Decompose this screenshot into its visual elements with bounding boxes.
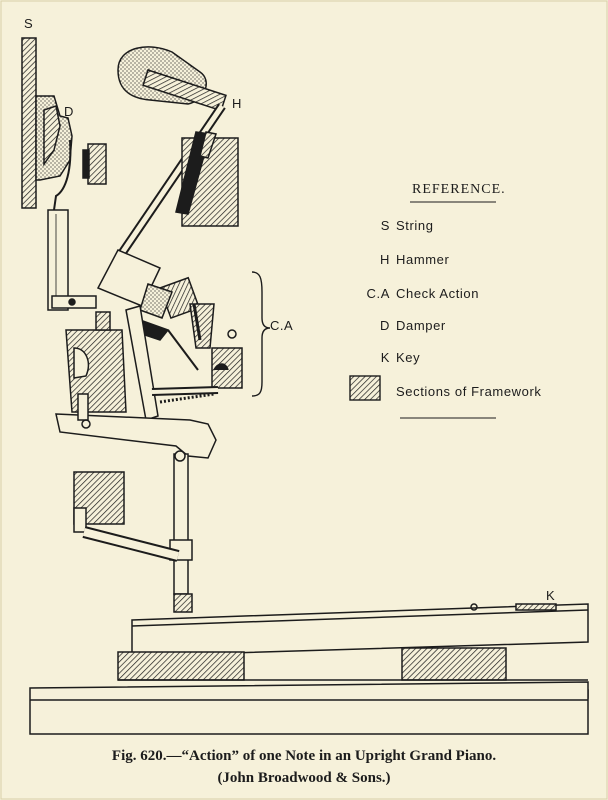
legend-row-damper: D Damper — [340, 318, 600, 338]
legend-key: H — [380, 252, 390, 267]
string-block — [21, 37, 37, 209]
framework-swatch — [349, 375, 381, 401]
legend-row-check-action: C.A Check Action — [340, 286, 600, 306]
legend-row-string: S String — [340, 218, 600, 238]
label-check-action: C.A — [270, 318, 294, 333]
legend-value: String — [396, 218, 434, 233]
figure-caption-line1: Fig. 620.—“Action” of one Note in an Upr… — [111, 748, 497, 764]
damper-felt — [87, 143, 107, 185]
legend-row-framework: Sections of Framework — [340, 384, 600, 404]
wippen — [55, 413, 217, 459]
legend-value: Check Action — [396, 286, 480, 301]
legend-value: Key — [396, 350, 421, 365]
legend-key: D — [380, 318, 390, 333]
sticker — [173, 453, 189, 595]
label-damper: D — [64, 104, 74, 119]
legend-row-key: K Key — [340, 350, 600, 370]
legend-key: C.A — [366, 286, 390, 301]
damper-lever — [47, 209, 69, 311]
legend-key: S — [380, 218, 390, 233]
reference-title: REFERENCE. — [412, 182, 506, 197]
hammer-butt — [96, 249, 162, 307]
keybed — [29, 681, 589, 735]
key-frame-front — [117, 651, 245, 681]
legend-value: Hammer — [396, 252, 450, 267]
check-action-bracket — [251, 271, 271, 397]
legend-framework-label: Sections of Framework — [396, 384, 542, 399]
capstan — [173, 593, 193, 613]
label-hammer: H — [232, 96, 242, 111]
legend-value: Damper — [396, 318, 446, 333]
label-key: K — [546, 588, 556, 603]
jack — [125, 305, 159, 421]
label-string: S — [24, 16, 34, 31]
legend-key: K — [380, 350, 390, 365]
key — [131, 603, 589, 657]
figure-caption-line2: (John Broadwood & Sons.) — [217, 770, 391, 786]
legend-row-hammer: H Hammer — [340, 252, 600, 272]
key-frame-back — [401, 647, 507, 681]
